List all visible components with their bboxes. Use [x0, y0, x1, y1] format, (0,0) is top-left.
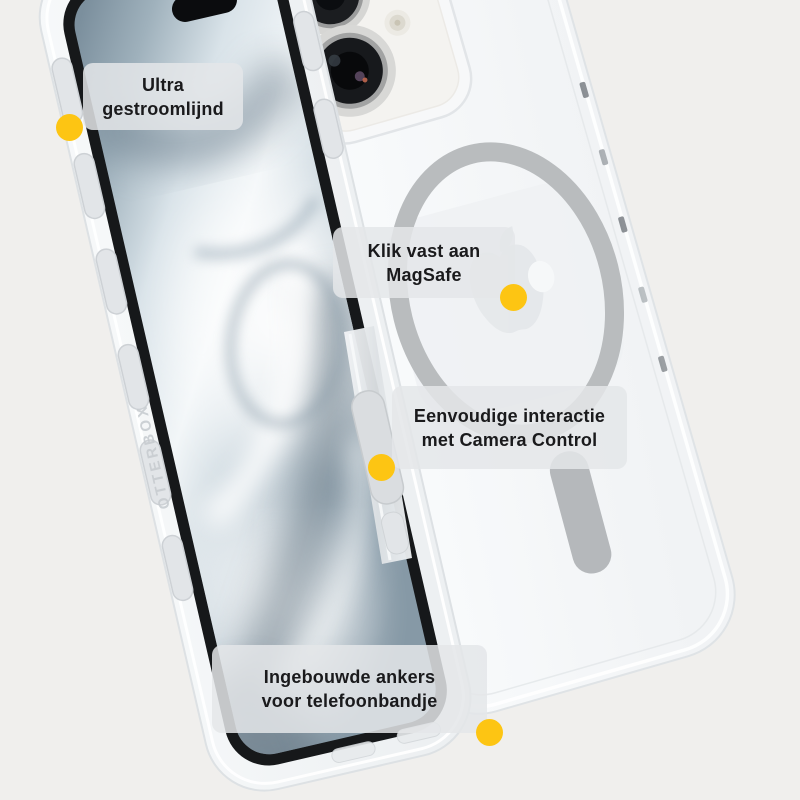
callout-line: gestroomlijnd	[102, 98, 224, 119]
marker-dot-ultra-streamlined	[56, 114, 83, 141]
left-rail-rib	[73, 152, 106, 220]
callout-ultra-streamlined: Ultra gestroomlijnd	[83, 63, 243, 130]
left-rail-rib	[117, 343, 150, 411]
marker-dot-magsafe	[500, 284, 527, 311]
callout-line: voor telefoonbandje	[261, 691, 438, 711]
callout-line: Eenvoudige interactie	[413, 405, 606, 426]
camera-flash	[384, 9, 411, 36]
left-rail-rib	[139, 439, 172, 506]
callout-line: Klik vast aan	[367, 240, 481, 261]
callout-line: met Camera Control	[421, 429, 598, 450]
right-rail-rib	[293, 10, 324, 72]
dynamic-island	[171, 0, 237, 22]
case-edge-details	[579, 81, 668, 372]
callout-magsafe: Klik vast aan MagSafe	[333, 227, 515, 298]
callout-line: Ultra	[141, 74, 184, 95]
left-rail-rib	[161, 534, 194, 602]
left-rail-ribs	[51, 57, 194, 602]
button-nub	[381, 511, 409, 555]
callout-strap-anchors: Ingebouwde ankers voor telefoonbandje	[212, 645, 487, 733]
marker-dot-camera-control	[368, 454, 395, 481]
magsafe-alignment-bar	[549, 451, 612, 574]
right-rail-ribs	[293, 10, 344, 159]
left-rail-rib	[95, 248, 128, 315]
callout-camera-control: Eenvoudige interactie met Camera Control	[392, 386, 627, 469]
callout-line: Ingebouwde ankers	[263, 667, 436, 687]
front-phone: OTTERBOX	[38, 0, 472, 792]
marker-dot-strap-anchors	[476, 719, 503, 746]
callout-line: MagSafe	[386, 264, 462, 285]
right-rail-rib	[313, 98, 344, 159]
